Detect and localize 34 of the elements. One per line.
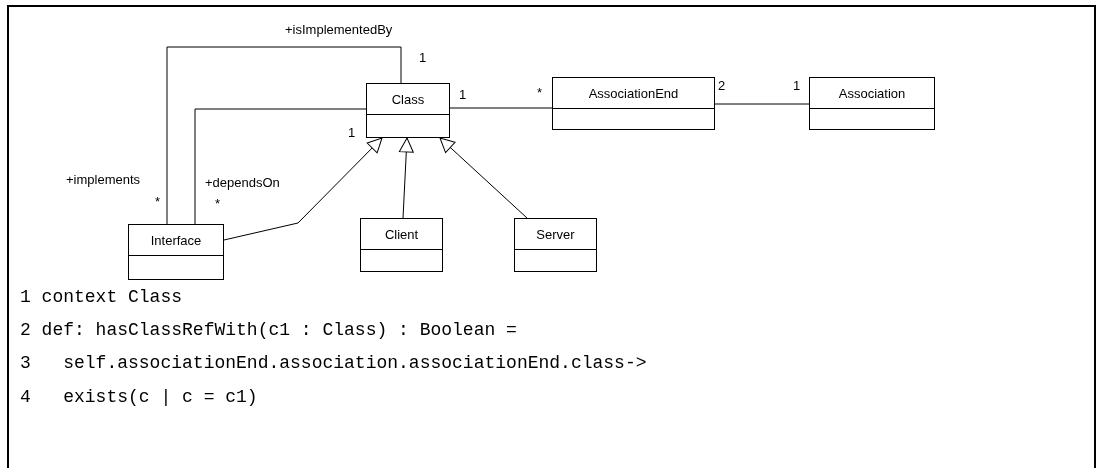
multiplicity: 1 — [419, 51, 427, 66]
class-box — [552, 77, 715, 130]
class-name: Interface — [150, 232, 202, 248]
association-line — [449, 107, 553, 109]
multiplicity: 1 — [793, 79, 801, 94]
multiplicity: * — [155, 195, 161, 210]
class-name: Client — [384, 226, 419, 242]
generalization-arrow — [223, 137, 383, 241]
class-box — [128, 224, 224, 280]
role-name: +dependsOn — [205, 176, 280, 191]
association-line — [166, 46, 402, 225]
class-name: Association — [838, 85, 906, 101]
multiplicity: 1 — [459, 88, 467, 103]
class-name: AssociationEnd — [588, 85, 679, 101]
code-line: 3 self.associationEnd.association.associationEnd.class-> — [20, 354, 647, 374]
multiplicity: * — [215, 197, 221, 212]
class-name: Server — [536, 226, 575, 242]
class-box — [366, 83, 450, 138]
multiplicity: 2 — [718, 79, 726, 94]
class-box — [809, 77, 935, 130]
generalization-arrow — [439, 137, 528, 219]
association-line — [714, 103, 810, 105]
class-box — [514, 218, 597, 272]
generalization-arrow — [398, 137, 414, 219]
code-line: 4 exists(c | c = c1) — [20, 388, 258, 408]
class-name: Class — [391, 91, 425, 107]
multiplicity: * — [537, 86, 543, 101]
association-line — [194, 108, 367, 225]
multiplicity: 1 — [348, 126, 356, 141]
role-name: +isImplementedBy — [285, 23, 393, 38]
class-box — [360, 218, 443, 272]
code-line: 1 context Class — [20, 288, 183, 308]
role-name: +implements — [66, 173, 141, 188]
code-line: 2 def: hasClassRefWith(c1 : Class) : Boolean = — [20, 321, 517, 341]
